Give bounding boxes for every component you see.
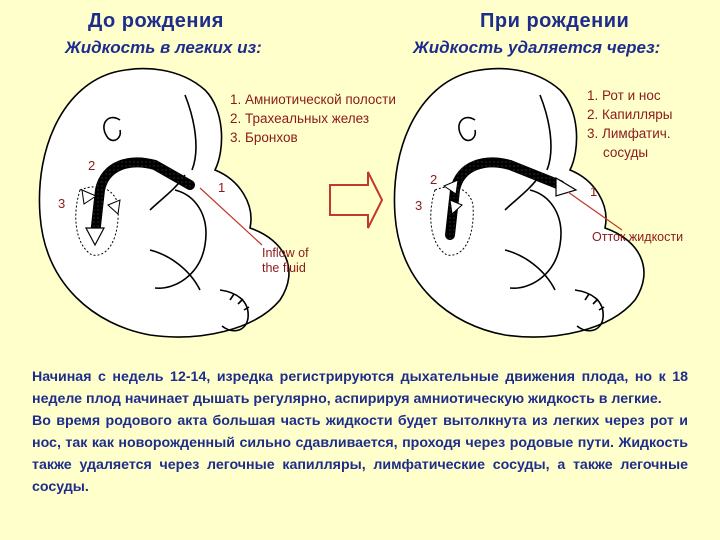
- right-title: При рождении: [480, 10, 630, 32]
- explanation-paragraph-2: Во время родового акта большая часть жид…: [32, 413, 688, 495]
- left-fetus-drawing: [38, 67, 290, 338]
- outflow-leader-line: [567, 191, 623, 231]
- right-marker-3: 3: [415, 198, 423, 213]
- right-list-item: 2. Капилляры: [587, 107, 673, 122]
- inflow-callout: Inflow of the fluid: [262, 246, 309, 276]
- right-subtitle: Жидкость удаляется через:: [413, 38, 661, 57]
- left-list-item: 2. Трахеальных желез: [230, 111, 370, 126]
- right-marker-2: 2: [430, 172, 438, 187]
- left-marker-2: 2: [88, 158, 96, 173]
- right-list-item: сосуды: [603, 145, 649, 160]
- inflow-callout-line: Inflow of: [262, 246, 309, 260]
- outflow-callout: Отток жидкости: [592, 230, 684, 244]
- right-fetus-drawing: [393, 67, 645, 338]
- left-marker-1: 1: [218, 180, 226, 195]
- explanation-text: Начиная с недель 12-14, изредка регистри…: [32, 366, 688, 498]
- right-marker-1: 1: [590, 184, 598, 199]
- inflow-leader-line: [199, 187, 263, 246]
- left-subtitle: Жидкость в легких из:: [65, 38, 262, 57]
- left-title: До рождения: [88, 10, 224, 32]
- left-marker-3: 3: [58, 196, 66, 211]
- right-list-item: 3. Лимфатич.: [587, 126, 671, 141]
- right-list-item: 1. Рот и нос: [587, 88, 661, 103]
- inflow-callout-line: the fluid: [262, 261, 306, 275]
- transition-arrow-icon: [329, 171, 384, 229]
- right-removal-list: 1. Рот и нос 2. Капилляры 3. Лимфатич. с…: [587, 86, 673, 162]
- left-list-item: 3. Бронхов: [230, 130, 298, 145]
- left-list-item: 1. Амниотической полости: [230, 92, 396, 107]
- left-source-list: 1. Амниотической полости 2. Трахеальных …: [230, 90, 396, 147]
- explanation-paragraph-1: Начиная с недель 12-14, изредка регистри…: [32, 369, 688, 407]
